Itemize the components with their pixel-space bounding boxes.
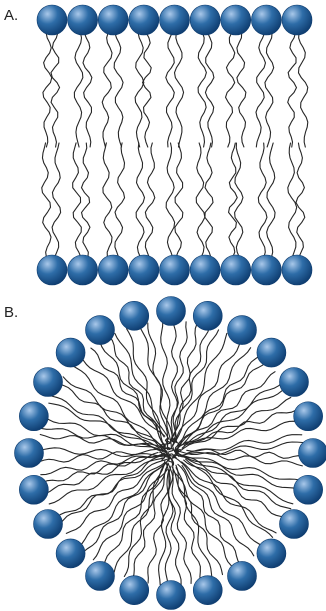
bilayer-bottom-tail <box>196 143 205 262</box>
bilayer-bottom-tail <box>115 143 125 262</box>
bilayer-top-tail <box>205 28 213 147</box>
bilayer-top-tail <box>198 28 206 147</box>
micelle-head <box>193 576 222 605</box>
micelle-head <box>299 439 326 468</box>
bilayer-top-head <box>282 5 312 35</box>
micelle-head <box>120 576 149 605</box>
bilayer-top-head <box>37 5 67 35</box>
bilayer-bottom-head <box>251 255 281 285</box>
bilayer-top-tail <box>74 28 82 147</box>
bilayer-tails <box>42 28 308 262</box>
bilayer-top-tail <box>166 28 175 147</box>
bilayer-bottom-tail <box>288 143 297 262</box>
micelle-head <box>228 316 257 345</box>
micelle <box>15 297 326 610</box>
bilayer-bottom-tail <box>296 143 305 262</box>
micelle-head <box>34 510 63 539</box>
micelle-head <box>228 561 257 590</box>
bilayer-top-head <box>129 5 159 35</box>
bilayer-top-head <box>190 5 220 35</box>
bilayer-bottom-head <box>282 255 312 285</box>
bilayer-top-head <box>98 5 128 35</box>
micelle-head <box>257 539 286 568</box>
bilayer-bottom-tail <box>229 143 238 262</box>
micelle-head <box>193 301 222 330</box>
bilayer-top-tail <box>256 28 266 147</box>
bilayer-top-head <box>160 5 190 35</box>
bilayer-bottom-tail <box>103 143 112 262</box>
micelle-head <box>19 402 48 431</box>
bilayer-top-tail <box>265 28 274 147</box>
bilayer-top-tail <box>298 28 307 147</box>
micelle-tail <box>83 457 169 551</box>
bilayer-top-head <box>251 5 281 35</box>
bilayer-bottom-tail <box>235 143 243 262</box>
micelle-tail <box>56 459 167 518</box>
micelle-heads <box>15 297 326 610</box>
bilayer-top-tail <box>43 28 52 147</box>
bilayer-bottom-head <box>37 255 67 285</box>
bilayer-bottom-tail <box>267 143 275 262</box>
micelle-tail <box>109 336 165 445</box>
bilayer-bottom-tail <box>42 143 51 262</box>
bilayer-bottom-tail <box>81 143 89 262</box>
micelle-head <box>34 368 63 397</box>
bilayer-bottom-tail <box>175 143 183 262</box>
micelle-tail <box>159 470 169 584</box>
micelle-tail <box>78 464 165 548</box>
bilayer-bottom-head <box>160 255 190 285</box>
micelle-head <box>294 475 323 504</box>
micelle-tail <box>91 348 164 437</box>
bilayer-top-tail <box>114 28 123 147</box>
micelle-tail <box>178 464 241 565</box>
bilayer-top-tail <box>51 28 60 147</box>
micelle-tail <box>187 449 303 458</box>
micelle-head <box>86 561 115 590</box>
micelle-head <box>56 338 85 367</box>
bilayer-top-tail <box>288 28 297 147</box>
micelle-head <box>257 338 286 367</box>
micelle-head <box>56 539 85 568</box>
bilayer-bottom-head <box>221 255 251 285</box>
bilayer-bottom-tail <box>73 143 82 262</box>
micelle-head <box>279 368 308 397</box>
bilayer-bottom-head <box>129 255 159 285</box>
bilayer-top-head <box>68 5 98 35</box>
micelle-head <box>294 402 323 431</box>
bilayer-top-tail <box>226 28 235 147</box>
micelle-head <box>15 439 44 468</box>
bilayer-bottom-head <box>98 255 128 285</box>
bilayer-top-tail <box>237 28 246 147</box>
bilayer-bottom-tail <box>145 143 154 262</box>
bilayer-bottom-head <box>68 255 98 285</box>
micelle-head <box>157 581 186 610</box>
bilayer-top-tail <box>83 28 92 147</box>
bilayer-bottom-tail <box>52 143 61 262</box>
micelle-head <box>86 316 115 345</box>
bilayer-top-tail <box>175 28 184 147</box>
bilayer-bottom-tail <box>166 143 174 262</box>
micelle-head <box>120 301 149 330</box>
micelle-head <box>19 475 48 504</box>
bilayer-top-tail <box>143 28 152 147</box>
bilayer-bottom-tail <box>258 143 267 262</box>
micelle-head <box>279 510 308 539</box>
micelle-head <box>157 297 186 326</box>
bilayer-bottom-tail <box>205 143 213 262</box>
lipid-bilayer <box>37 5 312 285</box>
bilayer-bottom-head <box>190 255 220 285</box>
bilayer-top-tail <box>102 28 112 147</box>
bilayer-top-head <box>221 5 251 35</box>
micelle-tail <box>187 435 302 454</box>
bilayer-top-tail <box>135 28 144 147</box>
bilayer-bottom-tail <box>136 143 144 262</box>
micelle-tail <box>174 457 264 547</box>
